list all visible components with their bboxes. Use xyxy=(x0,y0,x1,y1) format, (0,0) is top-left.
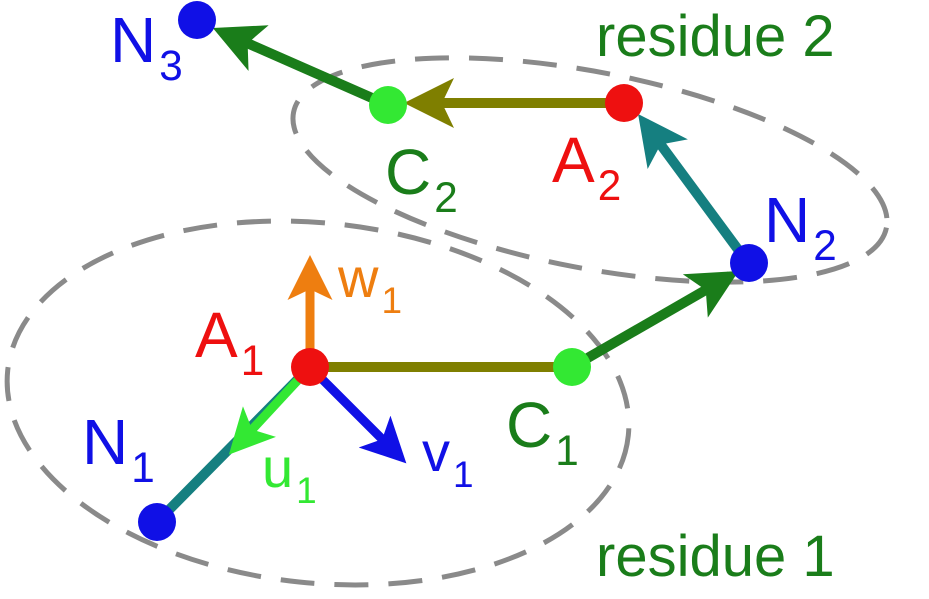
label-n1-sub: 1 xyxy=(131,443,155,491)
label-n3: N3 xyxy=(110,8,183,87)
bond-c1-n2-arrow xyxy=(569,271,739,372)
bond-c2-n3-arrow xyxy=(212,25,391,110)
label-a2: A2 xyxy=(552,128,621,207)
label-w1: w1 xyxy=(338,250,402,319)
residue-2-ellipse xyxy=(290,55,890,285)
label-c2-sub: 2 xyxy=(434,173,458,221)
node-c1 xyxy=(553,348,591,386)
label-a1-sub: 1 xyxy=(240,336,265,384)
label-residue-2: residue 2 xyxy=(596,4,835,69)
node-a1 xyxy=(291,348,329,386)
label-a2-base: A xyxy=(552,124,595,196)
label-n2: N2 xyxy=(764,188,837,267)
residue-1-ellipse xyxy=(4,218,632,588)
node-c2 xyxy=(369,86,407,124)
label-c1-base: C xyxy=(506,389,553,461)
label-u1-sub: 1 xyxy=(296,469,317,511)
label-a1-base: A xyxy=(195,299,238,371)
bond-n2-a2-arrow xyxy=(638,113,753,266)
vector-v1-arrow xyxy=(306,363,407,464)
label-n2-base: N xyxy=(764,184,811,256)
label-u1: u1 xyxy=(262,440,317,509)
label-v1-base: v xyxy=(422,420,450,483)
label-u1-base: u xyxy=(262,436,294,499)
label-w1-base: w xyxy=(338,246,379,309)
label-n3-base: N xyxy=(110,4,157,76)
label-n1: N1 xyxy=(82,410,155,489)
label-w1-sub: 1 xyxy=(381,279,403,321)
label-a2-sub: 2 xyxy=(597,161,622,209)
label-v1: v1 xyxy=(422,424,474,493)
label-residue-1: residue 1 xyxy=(596,524,835,589)
node-n1 xyxy=(138,503,176,541)
label-c1: C1 xyxy=(506,393,579,472)
label-n2-sub: 2 xyxy=(813,221,837,269)
label-n3-sub: 3 xyxy=(159,41,183,89)
node-a2 xyxy=(605,84,643,122)
label-v1-sub: 1 xyxy=(453,453,474,495)
node-n2 xyxy=(730,244,768,282)
label-c1-sub: 1 xyxy=(555,426,579,474)
label-a1: A1 xyxy=(195,303,264,382)
node-n3 xyxy=(178,1,216,39)
label-c2: C2 xyxy=(385,140,458,219)
label-n1-base: N xyxy=(82,406,129,478)
label-c2-base: C xyxy=(385,136,432,208)
